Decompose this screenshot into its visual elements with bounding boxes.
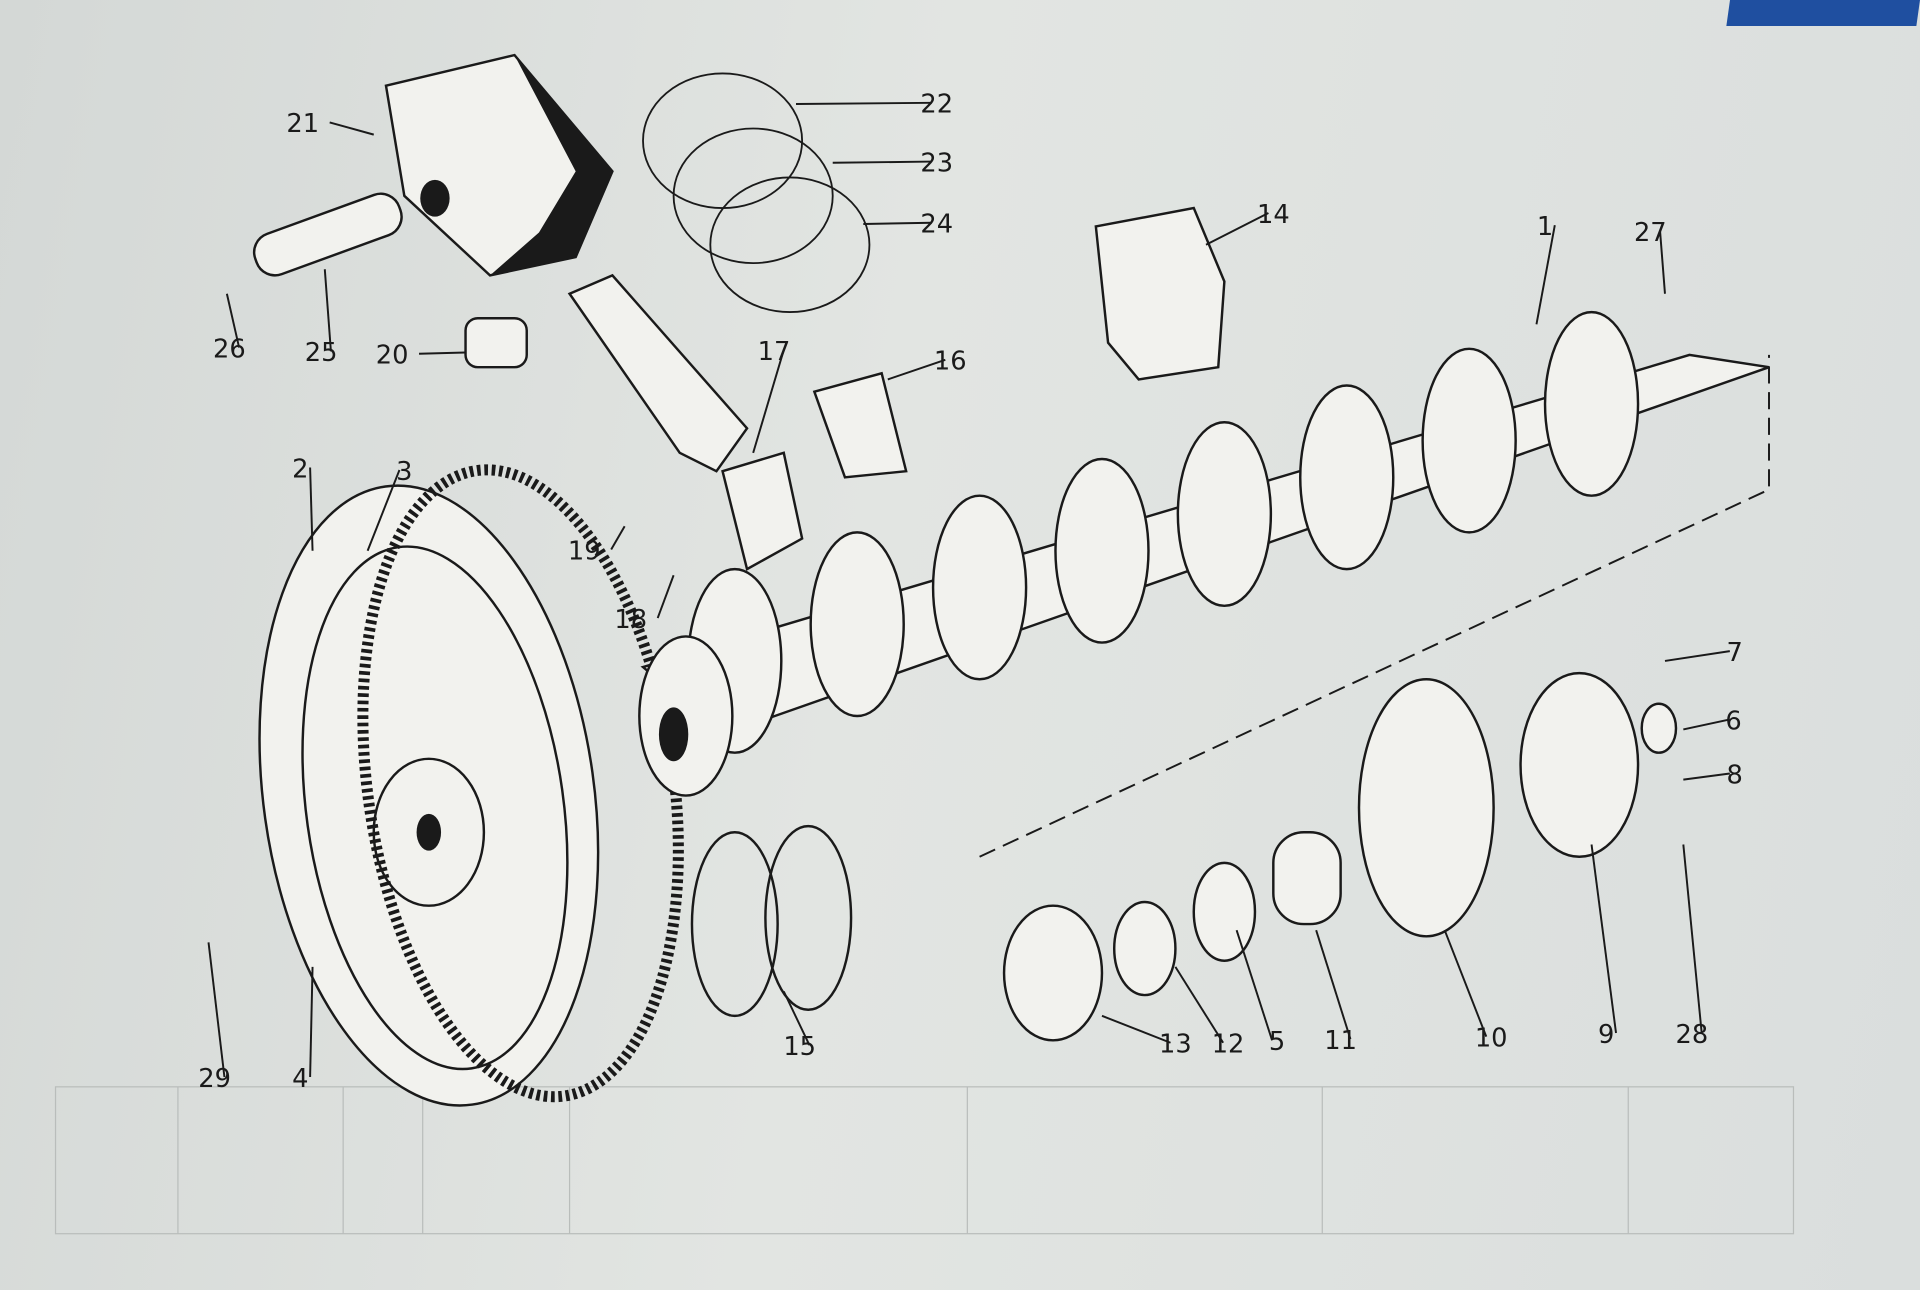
leader-line-14 xyxy=(1205,212,1269,246)
part-label-29: 29 xyxy=(198,1064,231,1094)
leader-line-1 xyxy=(1535,225,1556,325)
leader-line-29 xyxy=(207,942,226,1078)
front-pulley-assembly xyxy=(1002,671,1678,1042)
part-label-10: 10 xyxy=(1475,1023,1508,1053)
crank-web xyxy=(1543,310,1640,497)
leader-line-11 xyxy=(1315,929,1352,1040)
leader-line-22 xyxy=(795,101,932,106)
part-label-13: 13 xyxy=(1159,1030,1192,1060)
part-label-1: 1 xyxy=(1537,212,1553,242)
leader-line-3 xyxy=(366,469,401,552)
part-label-8: 8 xyxy=(1727,760,1743,790)
part-label-23: 23 xyxy=(920,148,953,178)
leader-line-8 xyxy=(1683,772,1730,781)
leader-line-17 xyxy=(752,349,785,454)
part-label-22: 22 xyxy=(920,90,953,120)
leader-line-20 xyxy=(419,351,466,355)
part-label-6: 6 xyxy=(1725,706,1741,736)
crank-web xyxy=(1421,347,1517,534)
piston-pin xyxy=(252,192,403,277)
leader-line-12 xyxy=(1174,966,1224,1044)
part-label-20: 20 xyxy=(376,341,409,371)
part-label-26: 26 xyxy=(213,334,246,364)
part-label-28: 28 xyxy=(1676,1020,1709,1050)
leader-line-27 xyxy=(1659,231,1666,294)
leader-line-7 xyxy=(1664,650,1730,662)
faint-parts-table xyxy=(54,1086,1795,1235)
leader-line-13 xyxy=(1101,1014,1171,1044)
part-label-9: 9 xyxy=(1598,1020,1614,1050)
crank-web xyxy=(931,494,1028,681)
leader-line-21 xyxy=(329,121,375,136)
crank-web xyxy=(1176,421,1273,608)
leader-line-23 xyxy=(832,160,932,164)
part-label-2: 2 xyxy=(292,454,308,484)
part-label-11: 11 xyxy=(1324,1026,1357,1056)
leader-line-2 xyxy=(309,467,314,551)
leader-line-18 xyxy=(656,574,675,619)
part-label-19: 19 xyxy=(568,536,601,566)
part-label-18: 18 xyxy=(614,605,647,635)
part-label-24: 24 xyxy=(920,210,953,240)
leader-line-19 xyxy=(610,525,626,551)
part-label-7: 7 xyxy=(1727,638,1743,668)
leader-line-25 xyxy=(323,269,332,352)
piston-rings xyxy=(642,72,871,314)
leader-line-15 xyxy=(782,990,811,1046)
leader-line-26 xyxy=(225,293,241,348)
part-label-14: 14 xyxy=(1257,200,1290,230)
part-label-12: 12 xyxy=(1212,1030,1245,1060)
part-label-15: 15 xyxy=(783,1032,816,1062)
part-label-25: 25 xyxy=(305,338,338,368)
crank-web xyxy=(1054,457,1150,644)
leader-line-4 xyxy=(309,966,314,1078)
part-label-4: 4 xyxy=(292,1064,308,1094)
leader-line-16 xyxy=(887,358,946,381)
leader-line-6 xyxy=(1683,718,1729,731)
leader-line-10 xyxy=(1443,929,1488,1038)
part-label-5: 5 xyxy=(1269,1027,1285,1057)
part-label-17: 17 xyxy=(758,337,791,367)
crank-web xyxy=(809,531,905,718)
leader-line-28 xyxy=(1682,844,1703,1034)
connecting-rod xyxy=(464,273,804,571)
main-bearing-shells xyxy=(812,206,1226,479)
part-label-3: 3 xyxy=(396,457,412,487)
part-label-27: 27 xyxy=(1634,218,1667,248)
leader-line-5 xyxy=(1235,929,1274,1041)
part-label-21: 21 xyxy=(286,109,319,139)
crankshaft xyxy=(638,310,1770,797)
crank-web xyxy=(1299,384,1395,571)
leader-line-9 xyxy=(1590,844,1617,1034)
leader-line-24 xyxy=(863,221,932,225)
thrust-washers xyxy=(690,824,853,1018)
piston xyxy=(384,53,614,277)
part-label-16: 16 xyxy=(934,347,967,377)
